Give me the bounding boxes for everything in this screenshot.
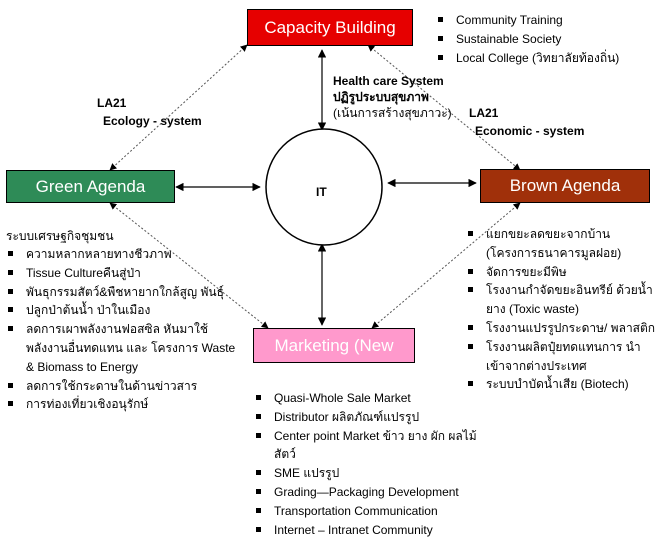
brown-agenda-box: Brown Agenda (480, 169, 650, 203)
health-care-label: Health care System (333, 74, 444, 88)
green-agenda-label: Green Agenda (35, 176, 146, 196)
health-wellbeing-label: (เน้นการสร้างสุขภาวะ) (333, 106, 452, 120)
list-item: ความหลากหลายทางชีวภาพ (6, 245, 242, 264)
list-item: การท่องเที่ยวเชิงอนุรักษ์ (6, 395, 242, 414)
list-item: Internet – Intranet Community (254, 521, 494, 540)
link-brown-marketing (371, 202, 521, 329)
la21-right-label: LA21 (469, 106, 499, 120)
it-label: IT (316, 185, 327, 199)
brown-list: แยกขยะลดขยะจากบ้าน (โครงการธนาคารมูลฝอย)… (466, 225, 658, 394)
list-item: พันธุกรรมสัตว์&พืชหายากใกล้สูญ พันธุ์ (6, 283, 242, 302)
capacity-list: Community Training Sustainable Society L… (436, 11, 661, 67)
health-reform-label: ปฏิรูประบบสุขภาพ (333, 90, 429, 104)
list-item: Distributor ผลิตภัณฑ์แปรรูป (254, 408, 494, 427)
capacity-building-box: Capacity Building (247, 9, 413, 46)
ecology-system-label: Ecology - system (103, 114, 202, 128)
list-item: Local College (วิทยาลัยท้องถิ่น) (436, 49, 661, 68)
list-item: ระบบบำบัดน้ำเสีย (Biotech) (466, 375, 658, 394)
list-item: ปลูกป่าต้นน้ำ ป่าในเมือง (6, 301, 242, 320)
list-item: Transportation Communication (254, 502, 494, 521)
list-item: Sustainable Society (436, 30, 661, 49)
list-item: จัดการขยะมีพิษ (466, 263, 658, 282)
brown-agenda-label: Brown Agenda (509, 176, 621, 195)
link-capacity-green (109, 44, 248, 171)
list-item: Center point Market ข้าว ยาง ผัก ผลไม้ ส… (254, 427, 494, 465)
la21-left-label: LA21 (97, 96, 127, 110)
list-item: ลดการใช้กระดาษในด้านข่าวสาร (6, 377, 242, 396)
marketing-list: Quasi-Whole Sale Market Distributor ผลิต… (254, 389, 494, 539)
it-circle (265, 128, 383, 246)
capacity-building-label: Capacity Building (264, 17, 396, 37)
marketing-label: Marketing (New (274, 335, 394, 355)
economic-system-label: Economic - system (475, 124, 585, 138)
marketing-box: Marketing (New (253, 328, 415, 363)
list-item: โรงงานผลิตปุ๋ยทดแทนการ นำเข้าจากต่างประเ… (466, 338, 658, 376)
list-item: ลดการเผาพลังงานฟอสซิล หันมาใช้ พลังงานอื… (6, 320, 242, 376)
green-list-header: ระบบเศรษฐกิจชุมชน (6, 229, 114, 243)
list-item: Quasi-Whole Sale Market (254, 389, 494, 408)
list-item: Grading—Packaging Development (254, 483, 494, 502)
list-item: Tissue Cultureคืนสู่ป่า (6, 264, 242, 283)
list-item: แยกขยะลดขยะจากบ้าน (โครงการธนาคารมูลฝอย) (466, 225, 658, 263)
green-list: ความหลากหลายทางชีวภาพ Tissue Cultureคืนส… (6, 245, 242, 414)
green-agenda-box: Green Agenda (6, 170, 175, 203)
list-item: โรงงานแปรรูปกระดาษ/ พลาสติก (466, 319, 658, 338)
list-item: SME แปรรูป (254, 464, 494, 483)
link-capacity-brown (367, 44, 521, 171)
list-item: โรงงานกำจัดขยะอินทรีย์ ด้วยน้ำยาง (Toxic… (466, 281, 658, 319)
link-green-marketing (109, 202, 269, 329)
list-item: Community Training (436, 11, 661, 30)
